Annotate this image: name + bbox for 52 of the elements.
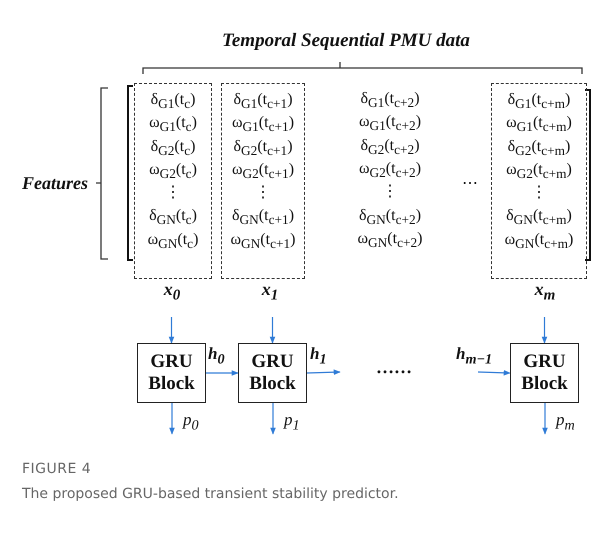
math-expression: δ$_{GN}$(t$_{c+2}$) (358, 206, 422, 227)
ellipsis: ⋯ (462, 174, 478, 193)
input-vector-label: x$_{0}$ (155, 279, 189, 303)
arrow (270, 317, 276, 344)
math-expression: δ$_{G2}$(t$_{c+2}$) (359, 136, 421, 157)
math-expression: δ$_{G1}$(t$_{c+1}$) (233, 90, 293, 112)
math-expression: δ$_{G1}$(t$_{c+m}$) (508, 90, 570, 112)
input-vector-label: x$_{1}$ (253, 279, 287, 303)
math-expression: δ$_{G1}$(t$_{c}$) (150, 90, 196, 112)
math-expression: ω$_{GN}$(t$_{c+2}$) (356, 228, 424, 250)
math-expression: δ$_{G1}$(t$_{c+2}$) (359, 89, 421, 110)
math-expression: ⋮ (531, 183, 547, 204)
math-expression: ω$_{G1}$(t$_{c}$) (149, 113, 197, 135)
gru-block: GRU Block (137, 343, 206, 403)
math-expression: δ$_{GN}$(t$_{c}$) (149, 206, 197, 228)
arrow (169, 403, 175, 435)
math-expression: ω$_{GN}$(t$_{c+m}$) (504, 230, 574, 252)
dashed-column-box (134, 83, 212, 279)
arrow (542, 403, 548, 435)
gru-block: GRU Block (238, 343, 307, 403)
arrow (306, 369, 341, 375)
math-expression: δ$_{GN}$(t$_{c+m}$) (506, 206, 572, 228)
arrow (206, 370, 239, 376)
dashed-column-box (221, 83, 305, 279)
math-expression: δ$_{G2}$(t$_{c+1}$) (233, 136, 293, 158)
brace-label: Temporal Sequential PMU data (222, 30, 470, 52)
arrow (168, 317, 174, 344)
math-expression: ⋮ (381, 182, 399, 202)
gru-block: GRU Block (510, 343, 579, 403)
math-expression: ω$_{G1}$(t$_{c+2}$) (358, 112, 422, 134)
figure-number: FIGURE 4 (22, 461, 92, 477)
caption: The proposed GRU-based transient stability predictor. (22, 486, 399, 502)
math-expression: δ$_{G2}$(t$_{c}$) (150, 136, 196, 158)
arrow (542, 317, 548, 344)
arrow (478, 370, 511, 376)
math-expression: ω$_{G2}$(t$_{c+m}$) (506, 160, 572, 182)
axis-label: Features (22, 173, 88, 194)
math-expression: ⋮ (255, 183, 271, 204)
math-expression: ⋮ (165, 183, 181, 204)
math-expression: ω$_{G1}$(t$_{c+1}$) (232, 113, 294, 135)
arrow (270, 403, 276, 435)
math-expression: ω$_{G2}$(t$_{c}$) (149, 160, 197, 182)
math-expression: ω$_{G2}$(t$_{c+1}$) (232, 160, 294, 182)
math-expression: δ$_{G2}$(t$_{c+m}$) (508, 136, 570, 158)
dashed-column-box (491, 83, 587, 279)
math-expression: ω$_{GN}$(t$_{c}$) (148, 230, 198, 252)
math-expression: ω$_{GN}$(t$_{c+1}$) (230, 230, 296, 252)
math-expression: δ$_{GN}$(t$_{c+1}$) (232, 206, 294, 228)
math-expression: ω$_{G2}$(t$_{c+2}$) (358, 158, 422, 180)
math-expression: ω$_{G1}$(t$_{c+m}$) (506, 113, 572, 135)
input-vector-label: x$_{m}$ (526, 279, 564, 303)
ellipsis: …… (376, 357, 412, 378)
